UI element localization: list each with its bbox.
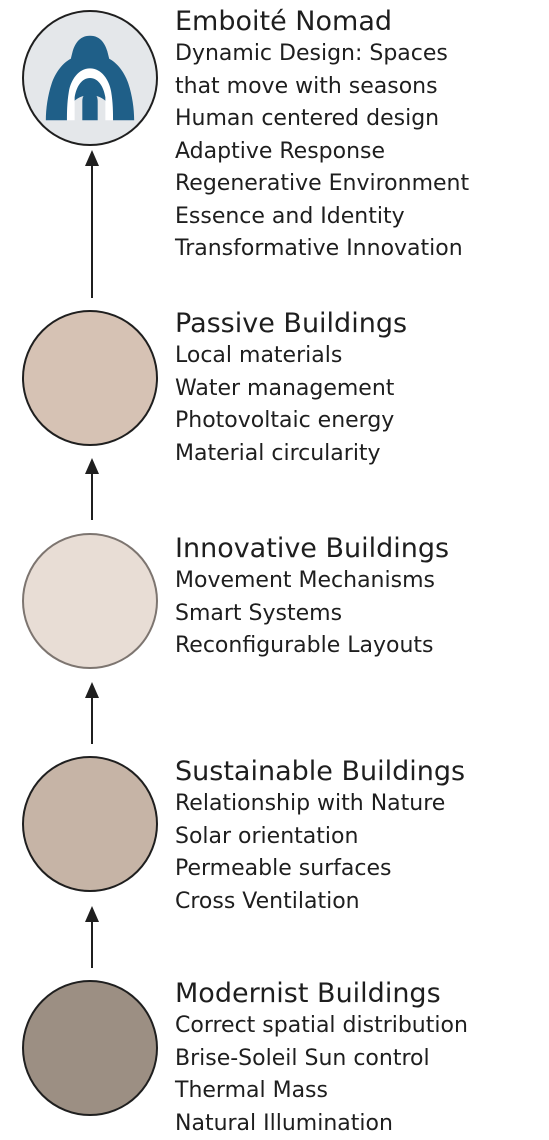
feature-item: Thermal Mass xyxy=(175,1075,468,1108)
stage-title: Innovative Buildings xyxy=(175,533,449,565)
stage-text: Sustainable Buildings Relationship with … xyxy=(175,756,465,918)
feature-item: that move with seasons xyxy=(175,71,469,104)
arrow-head xyxy=(85,682,99,698)
feature-item: Solar orientation xyxy=(175,821,465,854)
arrow-head xyxy=(85,906,99,922)
stage-text: Passive Buildings Local materials Water … xyxy=(175,308,407,470)
stage-text: Innovative Buildings Movement Mechanisms… xyxy=(175,533,449,663)
stage-circle xyxy=(22,10,158,146)
feature-item: Human centered design xyxy=(175,103,469,136)
feature-item: Photovoltaic energy xyxy=(175,405,407,438)
stage-title: Modernist Buildings xyxy=(175,978,468,1010)
stage-title: Emboité Nomad xyxy=(175,6,469,38)
feature-item: Correct spatial distribution xyxy=(175,1010,468,1043)
stage-circle xyxy=(22,756,158,892)
feature-item: Adaptive Response xyxy=(175,136,469,169)
stage-circle xyxy=(22,533,158,669)
feature-item: Dynamic Design: Spaces xyxy=(175,38,469,71)
feature-item: Essence and Identity xyxy=(175,201,469,234)
feature-item: Brise-Soleil Sun control xyxy=(175,1043,468,1076)
feature-item: Reconfigurable Layouts xyxy=(175,630,449,663)
stage-text: Emboité Nomad Dynamic Design: Spaces tha… xyxy=(175,6,469,266)
feature-item: Local materials xyxy=(175,340,407,373)
stage-circle xyxy=(22,310,158,446)
feature-item: Material circularity xyxy=(175,438,407,471)
feature-item: Natural Illumination xyxy=(175,1108,468,1140)
arrow-head xyxy=(85,150,99,166)
feature-item: Water management xyxy=(175,373,407,406)
emboite-nomad-logo-icon xyxy=(42,30,138,126)
stage-title: Sustainable Buildings xyxy=(175,756,465,788)
arrow-head xyxy=(85,458,99,474)
stage-text: Modernist Buildings Correct spatial dist… xyxy=(175,978,468,1140)
feature-item: Permeable surfaces xyxy=(175,853,465,886)
feature-item: Cross Ventilation xyxy=(175,886,465,919)
feature-item: Movement Mechanisms xyxy=(175,565,449,598)
feature-item: Relationship with Nature xyxy=(175,788,465,821)
stage-circle xyxy=(22,980,158,1116)
stage-title: Passive Buildings xyxy=(175,308,407,340)
feature-item: Transformative Innovation xyxy=(175,233,469,266)
feature-item: Regenerative Environment xyxy=(175,168,469,201)
feature-item: Smart Systems xyxy=(175,598,449,631)
